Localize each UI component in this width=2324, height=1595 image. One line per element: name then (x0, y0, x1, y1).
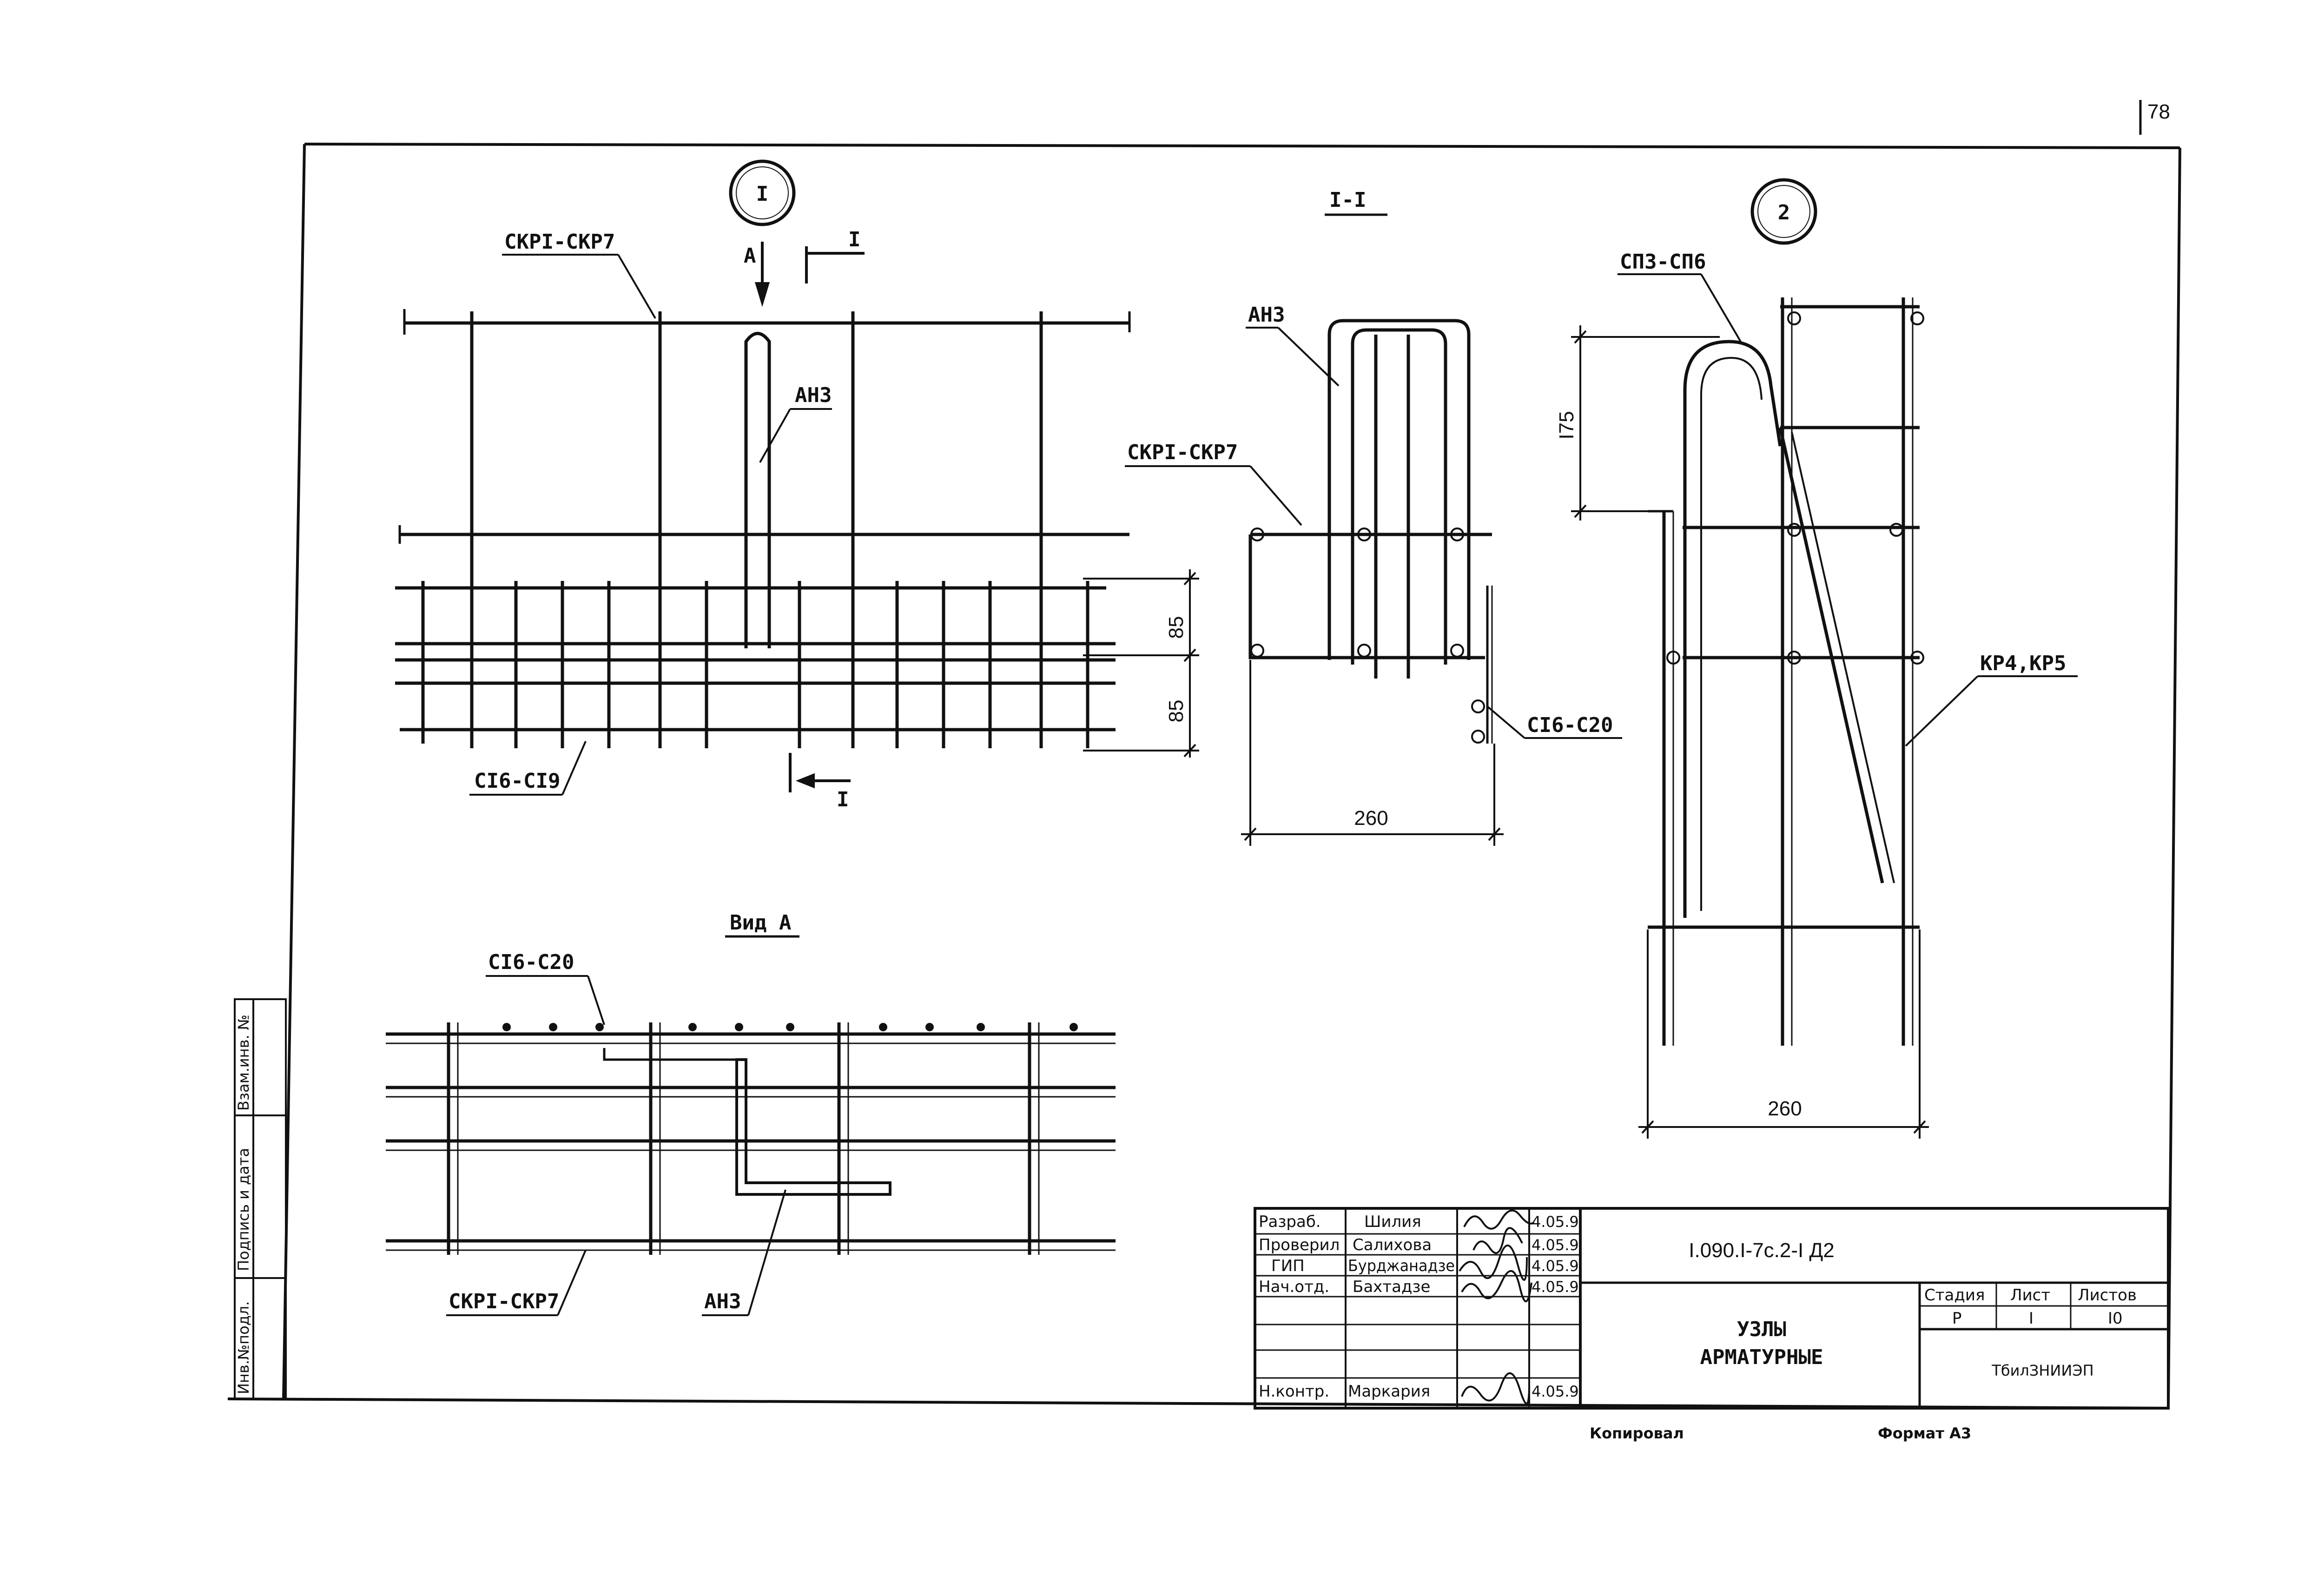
date-4: 4.05.9 (1532, 1278, 1579, 1296)
section-cut-top (805, 246, 865, 283)
side-stamp-label-2: Подпись и дата (235, 1148, 252, 1271)
view-a-title: Вид А (730, 911, 791, 935)
label-skr-view-a: СКРI-СКР7 (449, 1290, 559, 1313)
node1-cage (395, 309, 1131, 748)
footer-copied: Копировал (1590, 1424, 1684, 1442)
dim-175: I75 (1555, 411, 1578, 439)
section-title: I-I (1329, 188, 1366, 212)
label-kr4-kr5: КР4,КР5 (1980, 652, 2066, 675)
section-dim-260 (1241, 660, 1504, 846)
title-block (1254, 1207, 2170, 1410)
role-2: Проверил (1259, 1236, 1340, 1254)
view-a-leaders (446, 975, 786, 1316)
title-block-rows: Разраб. Проверил ГИП Нач.отд. Н.контр. Ш… (1259, 1213, 1579, 1401)
side-stamp (234, 998, 287, 1400)
node2-cage (1648, 297, 1920, 1046)
name-1: Шилия (1364, 1213, 1421, 1231)
role-4: Нач.отд. (1259, 1278, 1329, 1296)
section-bar-dots (1250, 527, 1485, 744)
side-stamp-label-3: Инв.№подл. (235, 1301, 252, 1394)
view-a-arrow (754, 242, 770, 307)
name-4: Бахтадзе (1353, 1278, 1430, 1296)
node1-leaders (469, 254, 832, 796)
node1-number: I (756, 182, 769, 206)
view-a-arrow-label: А (744, 244, 756, 268)
date-8: 4.05.9 (1532, 1383, 1579, 1400)
drawing-frame (227, 143, 2181, 1410)
sheet-value: I (2029, 1309, 2034, 1328)
view-a-cage (386, 1022, 1116, 1255)
label-ci6-c20-view-a: СI6-С20 (488, 950, 574, 974)
name-8: Маркария (1348, 1382, 1430, 1401)
name-2: Салихова (1353, 1236, 1432, 1254)
doc-code: I.090.I-7с.2-I Д2 (1689, 1239, 1835, 1262)
section-leaders (1125, 327, 1622, 739)
role-8: Н.контр. (1259, 1382, 1329, 1401)
page-number: 78 (2147, 100, 2170, 123)
node2-bar-dots (1666, 311, 1924, 665)
label-skr-top: СКРI-СКР7 (504, 230, 615, 254)
view-a-bar-dots (502, 1023, 1078, 1031)
dim-260-node2: 260 (1768, 1097, 1802, 1120)
side-stamp-label-1: Взам.инв. № (235, 1015, 252, 1111)
label-sp3-sp6: СП3-СП6 (1620, 250, 1706, 274)
label-ci6-ci9: СI6-СI9 (474, 769, 560, 793)
date-3: 4.05.9 (1532, 1257, 1579, 1275)
footer-format: Формат А3 (1878, 1424, 1971, 1442)
label-ah3-node1: АН3 (795, 383, 832, 407)
organization: ТбилЗНИИЭП (1991, 1362, 2093, 1379)
sheet-header: Лист (2010, 1286, 2050, 1305)
node1-marker: I (729, 159, 796, 226)
role-3: ГИП (1271, 1257, 1305, 1275)
date-1: 4.05.9 (1532, 1213, 1579, 1231)
doc-title-line1: УЗЛЫ (1737, 1318, 1786, 1341)
node2-marker: 2 (1750, 178, 1817, 245)
node1-dims (1083, 569, 1199, 758)
date-2: 4.05.9 (1532, 1236, 1579, 1254)
label-skr-section: СКРI-СКР7 (1127, 441, 1238, 464)
section-cut-bottom-label: I (837, 788, 849, 811)
node2-number: 2 (1778, 201, 1790, 224)
section-cut-bottom (789, 753, 851, 792)
dim-85-lower: 85 (1165, 700, 1188, 723)
node2-leaders (1618, 273, 2078, 747)
stage-value: Р (1952, 1309, 1962, 1328)
doc-title-line2: АРМАТУРНЫЕ (1700, 1345, 1823, 1369)
section-cage (1248, 319, 1493, 744)
label-ah3-section: АН3 (1248, 303, 1285, 327)
dim-85-upper: 85 (1165, 616, 1188, 639)
role-1: Разраб. (1259, 1213, 1321, 1231)
stage-header: Стадия (1924, 1286, 1985, 1305)
signatures (1459, 1209, 1535, 1405)
sheets-header: Листов (2078, 1286, 2137, 1305)
section-cut-top-label: I (848, 228, 861, 251)
node2-dims (1571, 325, 1929, 1139)
sheets-value: I0 (2108, 1309, 2123, 1328)
label-ci6-c20-section: СI6-С20 (1527, 713, 1613, 737)
dim-260-section: 260 (1354, 807, 1388, 830)
name-3: Бурджанадзе (1348, 1257, 1455, 1275)
label-ah3-view-a: АН3 (704, 1290, 741, 1313)
